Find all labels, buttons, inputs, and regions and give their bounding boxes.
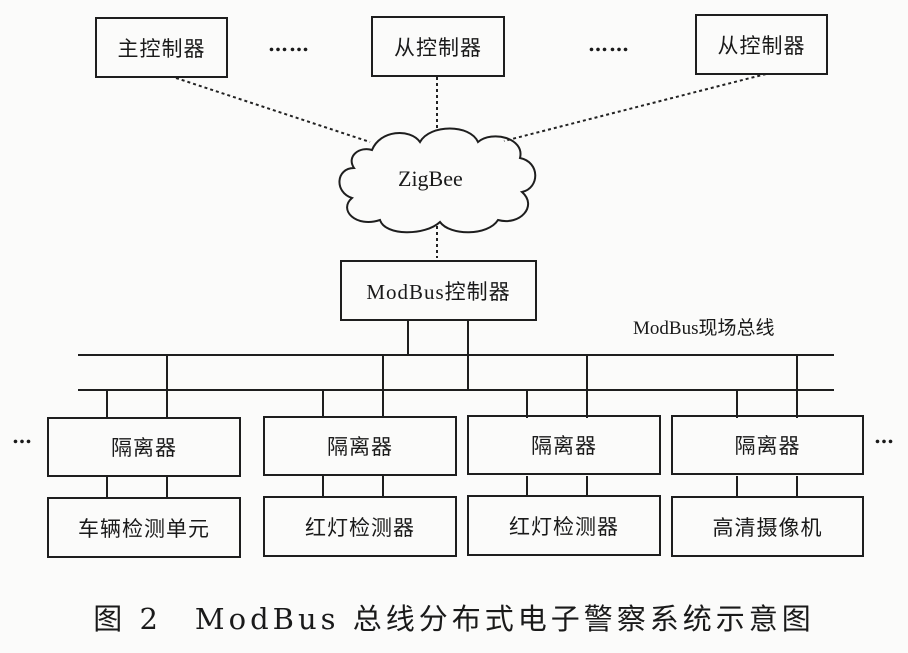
isolator-box-4: 隔离器 <box>671 415 864 475</box>
red-light-detector-box-1: 红灯检测器 <box>263 496 457 557</box>
slave-controller-box-1: 从控制器 <box>371 16 505 77</box>
isolator-box-3: 隔离器 <box>467 415 661 475</box>
master-controller-box: 主控制器 <box>95 17 228 78</box>
red-light-detector-box-2: 红灯检测器 <box>467 495 661 556</box>
ellipsis-top-left: …… <box>268 32 310 56</box>
zigbee-label: ZigBee <box>398 166 463 191</box>
slave-controller-box-2: 从控制器 <box>695 14 828 75</box>
hd-camera-box: 高清摄像机 <box>671 496 864 557</box>
figure-caption: 图 2 ModBus 总线分布式电子警察系统示意图 <box>93 602 815 636</box>
isolator-box-2: 隔离器 <box>263 416 457 476</box>
fieldbus-label: ModBus现场总线 <box>633 318 775 339</box>
isolator-device-links <box>106 476 798 498</box>
bus-taps <box>106 355 798 418</box>
ellipsis-right: … <box>874 424 895 448</box>
vehicle-detection-unit-box: 车辆检测单元 <box>47 497 241 558</box>
isolator-box-1: 隔离器 <box>47 417 241 477</box>
zigbee-cloud-shape <box>338 127 537 234</box>
ellipsis-left: … <box>12 424 33 448</box>
link-slave2-to-zigbee <box>503 73 767 142</box>
ellipsis-top-right: …… <box>588 32 630 56</box>
link-master-to-zigbee <box>175 77 371 143</box>
modbus-controller-box: ModBus控制器 <box>340 260 537 321</box>
